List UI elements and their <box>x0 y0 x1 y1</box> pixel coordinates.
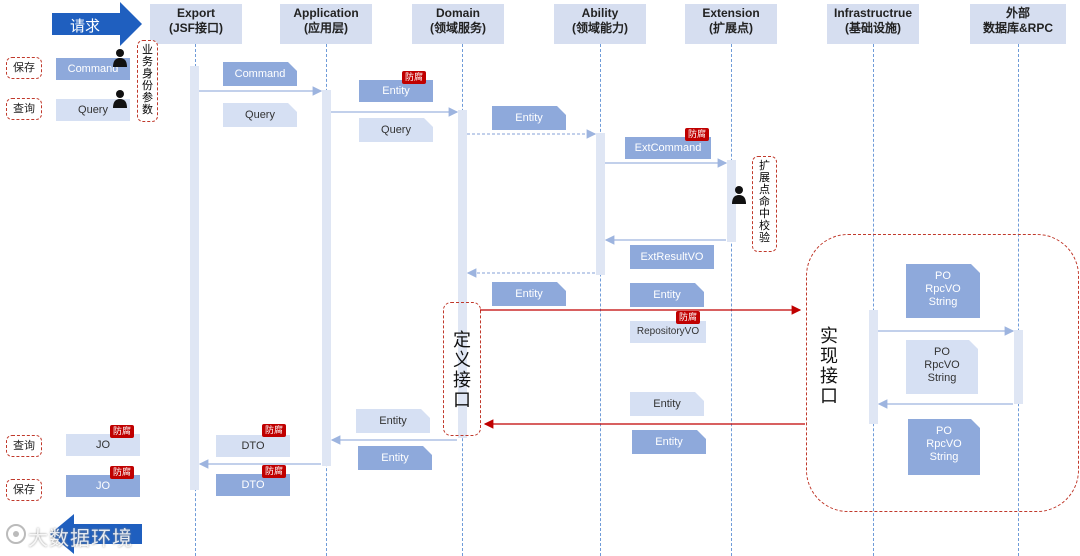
msg-ability-entity-2: Entity <box>630 392 704 416</box>
msg-app-entity: Entity <box>359 80 433 102</box>
header-ability: Ability(领域能力) <box>554 4 646 44</box>
extension-point-check: 扩展点 命中校 验 <box>752 156 777 252</box>
response-arrow <box>50 514 142 554</box>
request-arrow-shape <box>52 2 142 46</box>
badge-jo-save: 防腐 <box>110 466 135 479</box>
person-icon <box>113 49 127 67</box>
msg-dto-2: DTO <box>216 474 290 496</box>
label-query-top: 查询 <box>6 98 42 120</box>
badge-dto-1: 防腐 <box>262 424 287 437</box>
msg-ext-result: ExtResultVO <box>630 245 714 269</box>
badge-jo-query: 防腐 <box>110 425 135 438</box>
label-query-bottom: 查询 <box>6 435 42 457</box>
define-interface-label: 定义 接口 <box>453 330 471 410</box>
business-identity-params: 业务身 份参数 <box>137 40 158 122</box>
request-label: 请求 <box>70 18 101 35</box>
label-save-top: 保存 <box>6 57 42 79</box>
msg-repository-vo: RepositoryVO <box>630 321 706 343</box>
msg-domain-entity-1: Entity <box>492 106 566 130</box>
header-external: 外部数据库&RPC <box>970 4 1066 44</box>
badge-app-entity: 防腐 <box>402 71 427 84</box>
lifeline-ability <box>600 44 601 556</box>
person-icon <box>113 90 127 108</box>
request-arrow: 请求 <box>52 2 142 46</box>
client-jo-query-box: JO <box>66 434 140 456</box>
watermark: 大数据环境 <box>28 528 133 550</box>
msg-export-command: Command <box>223 62 297 86</box>
implement-interface-label: 实现 接口 <box>820 326 838 406</box>
header-domain: Domain(领域服务) <box>412 4 504 44</box>
watermark-logo-icon <box>6 524 26 544</box>
activation-export <box>190 66 199 490</box>
header-export: Export(JSF接口) <box>150 4 242 44</box>
badge-dto-2: 防腐 <box>262 465 287 478</box>
header-extension: Extension(扩展点) <box>685 4 777 44</box>
label-save-bottom: 保存 <box>6 479 42 501</box>
msg-app-entity-2: Entity <box>356 409 430 433</box>
badge-ext-command: 防腐 <box>685 128 710 141</box>
activation-domain <box>458 110 467 438</box>
person-icon <box>732 186 746 204</box>
msg-domain-entity-2: Entity <box>492 282 566 306</box>
lifeline-extension <box>731 44 732 556</box>
client-command-box: Command <box>56 58 130 80</box>
msg-export-query: Query <box>223 103 297 127</box>
activation-infrastructure <box>869 310 878 424</box>
msg-dto-1: DTO <box>216 435 290 457</box>
activation-ability <box>596 133 605 275</box>
header-application: Application(应用层) <box>280 4 372 44</box>
msg-ext-command: ExtCommand <box>625 137 711 159</box>
badge-repository-vo: 防腐 <box>676 311 701 324</box>
header-infrastructure: Infrastructrue(基础设施) <box>827 4 919 44</box>
msg-app-entity-3: Entity <box>358 446 432 470</box>
define-interface-box <box>443 302 481 436</box>
activation-application <box>322 90 331 466</box>
msg-app-query: Query <box>359 118 433 142</box>
msg-ability-entity-3: Entity <box>632 430 706 454</box>
activation-extension <box>727 160 736 242</box>
lifeline-infrastructure <box>873 44 874 556</box>
msg-ability-entity: Entity <box>630 283 704 307</box>
client-jo-save-box: JO <box>66 475 140 497</box>
lifeline-external <box>1018 44 1019 556</box>
infrastructure-region <box>806 234 1079 512</box>
client-query-box: Query <box>56 99 130 121</box>
activation-external <box>1014 330 1023 404</box>
